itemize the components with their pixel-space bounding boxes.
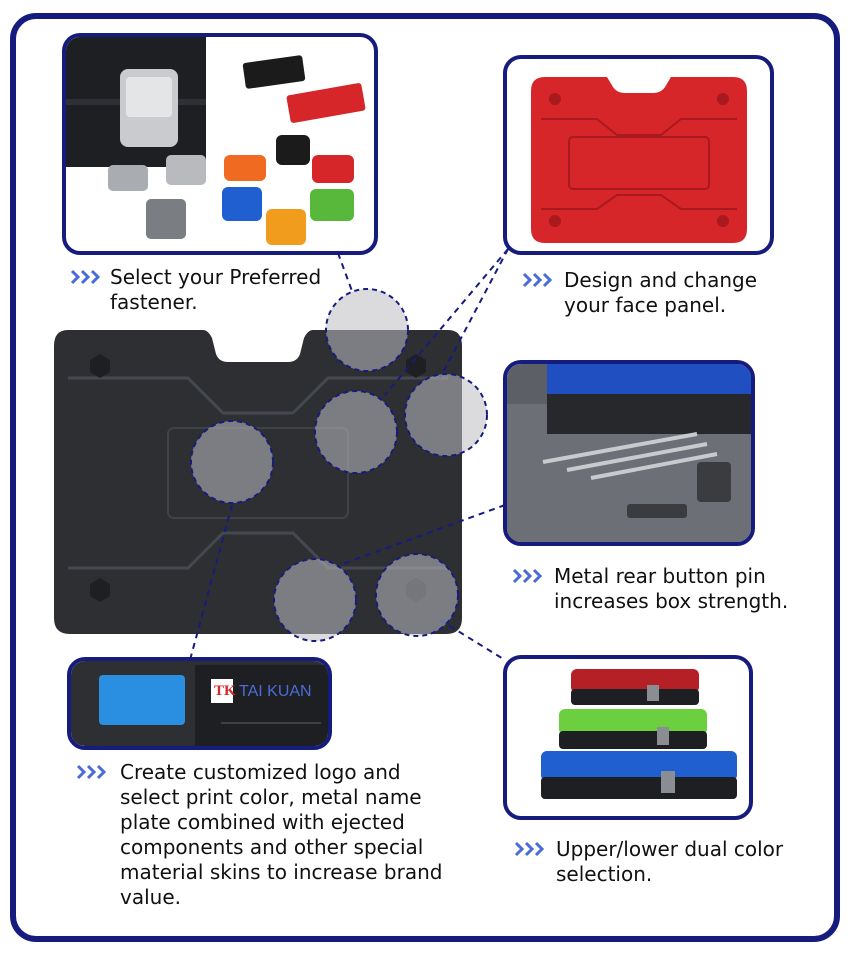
chevron-triple-icon xyxy=(512,568,543,584)
caption-rear-pin-line-1: Metal rear button pin xyxy=(554,564,766,588)
face-panel-panel xyxy=(503,55,774,255)
caption-logo-line-4: components and other special xyxy=(120,835,424,859)
main-case-image xyxy=(54,330,462,634)
rear-pin-panel xyxy=(503,360,755,546)
red-case-image xyxy=(531,77,747,243)
brand-mark: TK xyxy=(214,683,236,699)
caption-logo-line-2: select print color, metal name xyxy=(120,785,422,809)
caption-fastener: Select your Preferred fastener. xyxy=(70,265,410,315)
chevron-triple-icon xyxy=(522,272,553,288)
caption-logo: Create customized logo and select print … xyxy=(76,760,520,910)
caption-logo-line-1: Create customized logo and xyxy=(120,760,401,784)
caption-rear-pin: Metal rear button pin increases box stre… xyxy=(512,564,860,614)
chevron-triple-icon xyxy=(70,269,101,285)
caption-rear-pin-line-2: increases box strength. xyxy=(554,589,789,613)
caption-face-panel-line-2: your face panel. xyxy=(564,293,727,317)
dual-color-panel xyxy=(503,655,753,820)
logo-panel: TK TAI KUAN xyxy=(67,657,332,750)
caption-logo-line-6: value. xyxy=(120,885,181,909)
fastener-image xyxy=(66,37,366,245)
fastener-panel xyxy=(62,33,378,255)
logo-image xyxy=(71,661,328,746)
caption-dual-color: Upper/lower dual color selection. xyxy=(514,837,860,887)
caption-face-panel: Design and change your face panel. xyxy=(522,268,860,318)
caption-logo-line-5: material skins to increase brand xyxy=(120,860,443,884)
caption-dual-color-line-2: selection. xyxy=(556,862,653,886)
caption-fastener-line-1: Select your Preferred xyxy=(110,265,322,289)
caption-logo-line-3: plate combined with ejected xyxy=(120,810,405,834)
caption-dual-color-line-1: Upper/lower dual color xyxy=(556,837,784,861)
caption-face-panel-line-1: Design and change xyxy=(564,268,757,292)
chevron-triple-icon xyxy=(76,764,107,780)
rear-pin-image xyxy=(507,364,751,542)
caption-fastener-line-2: fastener. xyxy=(110,290,198,314)
brand-name: TAI KUAN xyxy=(239,683,312,700)
chevron-triple-icon xyxy=(514,841,545,857)
stacked-cases-image xyxy=(541,669,737,799)
